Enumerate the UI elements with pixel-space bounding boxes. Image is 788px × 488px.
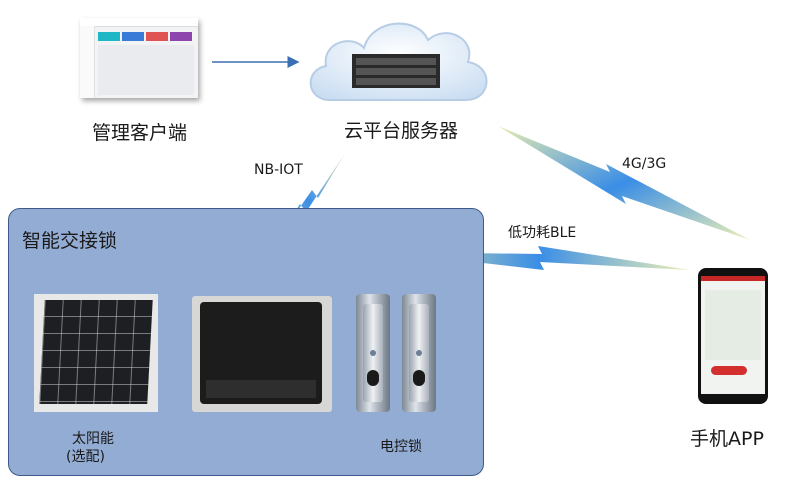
e-lock-label: 电控锁 [380,439,422,455]
e-lock-image-1 [356,294,390,412]
phone-label: 手机APP [690,428,764,450]
nb-iot-label: NB-IOT [254,162,303,178]
server-label: 云平台服务器 [344,120,459,142]
client-screenshot [80,18,198,98]
cellular-bolt [498,126,750,240]
e-lock-image-2 [402,294,436,412]
solar-note: (选配) [66,449,105,465]
server-icon [352,54,440,88]
solar-label: 太阳能 [72,431,114,447]
ble-label: 低功耗BLE [508,225,577,241]
client-label: 管理客户端 [92,122,188,144]
cloud-icon [309,22,488,101]
controller-image [192,296,332,412]
nb-iot-bolt [270,152,346,250]
cellular-label: 4G/3G [622,156,667,172]
lock-system-label: 智能交接锁 [22,230,118,252]
ble-bolt [388,246,690,270]
phone-image [698,268,768,404]
solar-panel-image [34,294,158,412]
